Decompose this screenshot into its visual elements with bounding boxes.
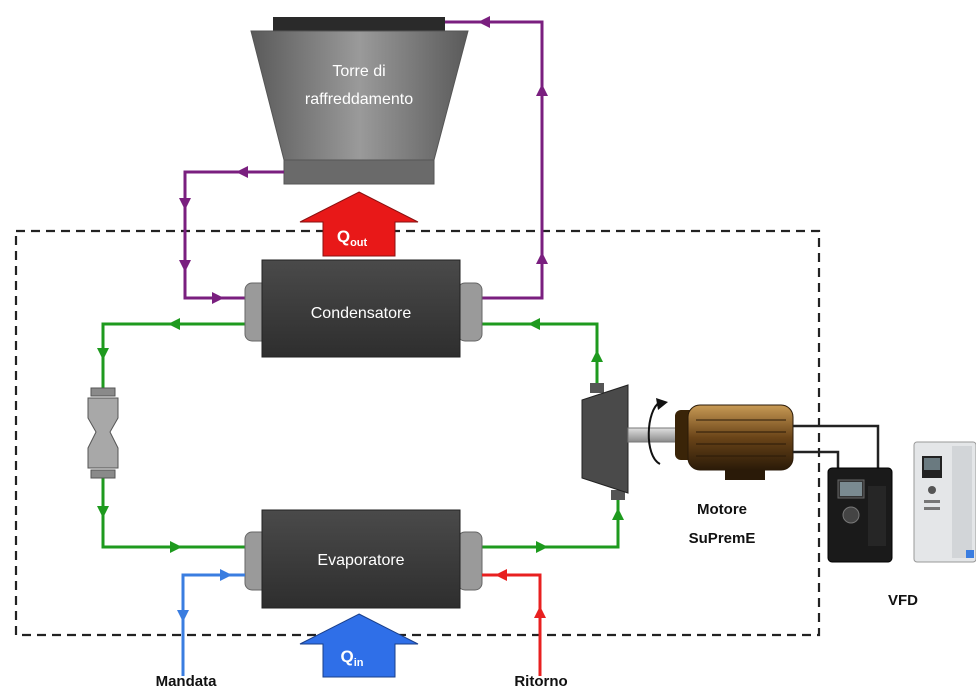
vfd-large bbox=[913, 441, 976, 563]
vfd-small bbox=[827, 467, 893, 563]
tower-fan-top bbox=[273, 17, 445, 31]
return-label: Ritorno bbox=[514, 673, 567, 689]
expansion-valve bbox=[87, 387, 119, 479]
q-in-symbol: Q bbox=[340, 647, 353, 666]
cooling-tower: Torre di raffreddamento bbox=[250, 17, 469, 185]
supply-label: Mandata bbox=[156, 673, 218, 689]
tower-label-line2: raffreddamento bbox=[305, 91, 413, 108]
condenser: Condensatore bbox=[244, 259, 483, 358]
tower-label-line1: Torre di bbox=[332, 63, 385, 80]
motor bbox=[675, 404, 794, 480]
svg-text:Qin: Qin bbox=[340, 647, 363, 669]
evaporator: Evaporatore bbox=[244, 509, 483, 609]
refrigerant-arrows bbox=[97, 318, 624, 553]
svg-text:Qout: Qout bbox=[337, 227, 368, 249]
q-out-subscript: out bbox=[350, 237, 367, 249]
return-water-line bbox=[482, 569, 546, 676]
motor-cables bbox=[793, 424, 880, 470]
evaporator-label: Evaporatore bbox=[317, 552, 404, 569]
q-out-symbol: Q bbox=[337, 227, 350, 246]
tower-basin bbox=[283, 159, 435, 185]
compressor bbox=[581, 383, 629, 500]
heat-in-arrow: Qin bbox=[299, 613, 419, 678]
vfd-label: VFD bbox=[888, 592, 918, 609]
condenser-label: Condensatore bbox=[311, 305, 412, 322]
motor-label-line2: SuPremE bbox=[689, 530, 756, 547]
rotation-arrow-icon bbox=[647, 401, 661, 465]
heat-out-arrow: Qout bbox=[299, 191, 419, 257]
supply-water-line bbox=[177, 569, 245, 676]
system-boundary bbox=[14, 229, 821, 637]
q-in-subscript: in bbox=[354, 657, 364, 669]
motor-label-line1: Motore bbox=[697, 501, 747, 518]
tower-loop-arrows bbox=[179, 16, 548, 304]
